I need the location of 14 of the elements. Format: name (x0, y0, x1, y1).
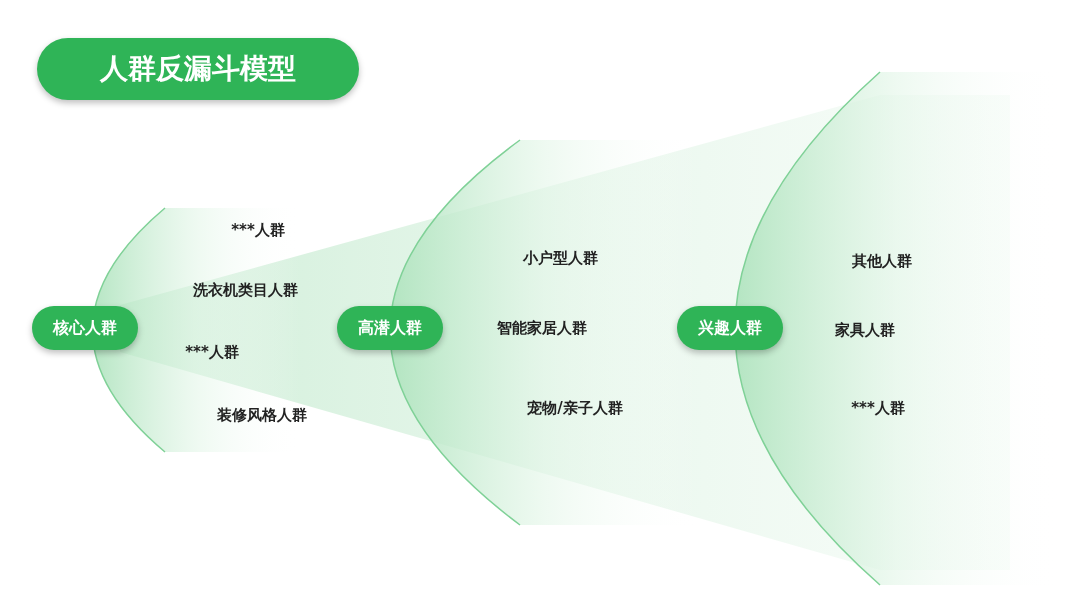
stage-pill: 核心人群 (32, 306, 138, 350)
audience-label: 其他人群 (852, 251, 912, 271)
audience-label: 智能家居人群 (497, 318, 587, 338)
audience-label: 洗衣机类目人群 (192, 280, 298, 300)
audience-label: ***人群 (851, 398, 905, 418)
audience-label: 小户型人群 (522, 248, 598, 268)
audience-label: ***人群 (185, 342, 239, 362)
stage-pill: 兴趣人群 (677, 306, 783, 350)
audience-label: 装修风格人群 (217, 405, 307, 425)
audience-label: ***人群 (231, 220, 285, 240)
stage-pill: 高潜人群 (337, 306, 443, 350)
audience-label: 宠物/亲子人群 (527, 398, 623, 418)
audience-label: 家具人群 (835, 320, 895, 340)
title-banner: 人群反漏斗模型 (37, 38, 359, 100)
